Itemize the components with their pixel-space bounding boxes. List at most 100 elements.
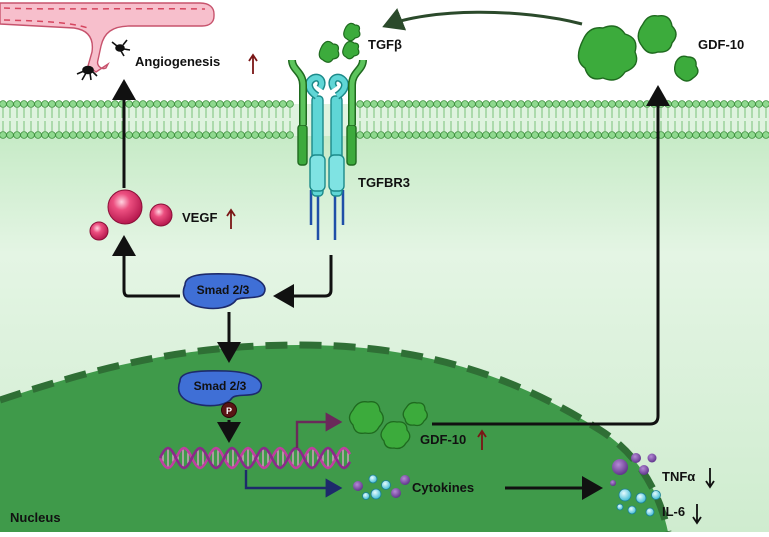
vegf-molecules	[89, 189, 173, 241]
arrow-smad-to-vegf	[112, 235, 180, 298]
membrane-lipid-head	[566, 100, 574, 108]
down-arrow-icon	[705, 468, 715, 489]
membrane-lipid-head	[237, 131, 245, 139]
membrane-lipid-head	[6, 131, 14, 139]
membrane-lipid-head	[468, 131, 476, 139]
membrane-lipid-head	[377, 100, 385, 108]
membrane-lipid-head	[160, 131, 168, 139]
membrane-lipid-head	[160, 100, 168, 108]
tgfb-label: TGFβ	[368, 37, 402, 52]
membrane-lipid-head	[475, 131, 483, 139]
membrane-lipid-head	[258, 100, 266, 108]
vessel-inner-wall	[3, 7, 206, 10]
membrane-lipid-head	[629, 100, 637, 108]
membrane-lipid-head	[111, 100, 119, 108]
membrane-lipid-head	[90, 100, 98, 108]
vegf-label: VEGF	[182, 210, 217, 225]
membrane-lipid-head	[27, 131, 35, 139]
up-arrow-icon	[477, 429, 487, 450]
membrane-lipid-head	[636, 100, 644, 108]
dna-helix	[158, 446, 352, 470]
membrane-lipid-head	[664, 131, 672, 139]
membrane-lipid-head	[685, 100, 693, 108]
membrane-lipid-head	[153, 100, 161, 108]
phosphate-badge	[221, 402, 237, 418]
membrane-lipid-head	[531, 131, 539, 139]
membrane-lipid-head	[615, 131, 623, 139]
membrane-lipid-head	[181, 131, 189, 139]
membrane-lipid-head	[461, 131, 469, 139]
membrane-lipid-head	[104, 100, 112, 108]
membrane-lipid-head	[727, 131, 735, 139]
membrane-lipid-head	[48, 100, 56, 108]
membrane-lipid-head	[167, 131, 175, 139]
membrane-lipid-head	[20, 131, 28, 139]
membrane-lipid-head	[419, 100, 427, 108]
membrane-lipid-head	[356, 131, 364, 139]
gdf10-nuclear-label: GDF-10	[420, 432, 466, 447]
membrane-lipid-head	[146, 131, 154, 139]
membrane-lipid-head	[62, 131, 70, 139]
membrane-lipid-head	[181, 100, 189, 108]
membrane-lipid-head	[559, 131, 567, 139]
cytokine-molecules	[353, 474, 410, 500]
membrane-lipid-head	[510, 100, 518, 108]
membrane-lipid-head	[461, 100, 469, 108]
membrane-lipid-head	[538, 100, 546, 108]
phosphate-label: P	[226, 406, 232, 416]
membrane-lipid-head	[34, 131, 42, 139]
membrane-lipid-head	[433, 100, 441, 108]
membrane-lipid-head	[370, 131, 378, 139]
membrane-lipid-head	[594, 100, 602, 108]
membrane-lipid-head	[594, 131, 602, 139]
membrane-lipid-head	[713, 100, 721, 108]
membrane-lipid-head	[643, 100, 651, 108]
membrane-lipid-head	[552, 131, 560, 139]
membrane-lipid-head	[468, 100, 476, 108]
membrane-lipid-head	[454, 131, 462, 139]
nucleus	[0, 345, 668, 532]
membrane-lipid-head	[167, 100, 175, 108]
membrane-lipid-head	[706, 100, 714, 108]
membrane-lipid-head	[545, 131, 553, 139]
membrane-lipid-head	[440, 131, 448, 139]
membrane-lipid-head	[230, 131, 238, 139]
membrane-lipid-head	[195, 100, 203, 108]
membrane-lipid-head	[34, 100, 42, 108]
membrane-lipid-head	[741, 100, 749, 108]
membrane-lipid-head	[545, 100, 553, 108]
membrane-lipid-head	[370, 100, 378, 108]
smad-nucleus-label: Smad 2/3	[194, 379, 247, 393]
membrane-lipid-head	[650, 131, 658, 139]
membrane-lipid-head	[230, 100, 238, 108]
membrane-lipid-head	[489, 131, 497, 139]
membrane-lipid-head	[426, 131, 434, 139]
membrane-lipid-head	[223, 131, 231, 139]
membrane-lipid-head	[517, 131, 525, 139]
membrane-lipid-head	[433, 131, 441, 139]
membrane-lipid-head	[447, 100, 455, 108]
membrane-lipid-head	[55, 100, 63, 108]
membrane-lipid-head	[531, 100, 539, 108]
membrane-lipid-head	[6, 100, 14, 108]
membrane-lipid-head	[13, 131, 21, 139]
membrane-lipid-head	[398, 100, 406, 108]
membrane-lipid-head	[636, 131, 644, 139]
membrane-lipid-head	[664, 100, 672, 108]
dna-strand	[158, 446, 352, 470]
membrane-lipid-head	[629, 131, 637, 139]
membrane-lipid-head	[475, 100, 483, 108]
membrane-lipid-head	[41, 131, 49, 139]
membrane-lipid-head	[755, 131, 763, 139]
membrane-lipid-head	[104, 131, 112, 139]
membrane-lipid-head	[650, 100, 658, 108]
membrane-lipid-head	[272, 131, 280, 139]
membrane-lipid-head	[237, 100, 245, 108]
membrane-lipid-head	[174, 131, 182, 139]
membrane-lipid-head	[741, 131, 749, 139]
up-arrow-icon	[226, 208, 236, 229]
membrane-lipid-head	[419, 131, 427, 139]
membrane-lipid-head	[76, 131, 84, 139]
membrane-lipid-head	[377, 131, 385, 139]
membrane-lipid-head	[188, 100, 196, 108]
